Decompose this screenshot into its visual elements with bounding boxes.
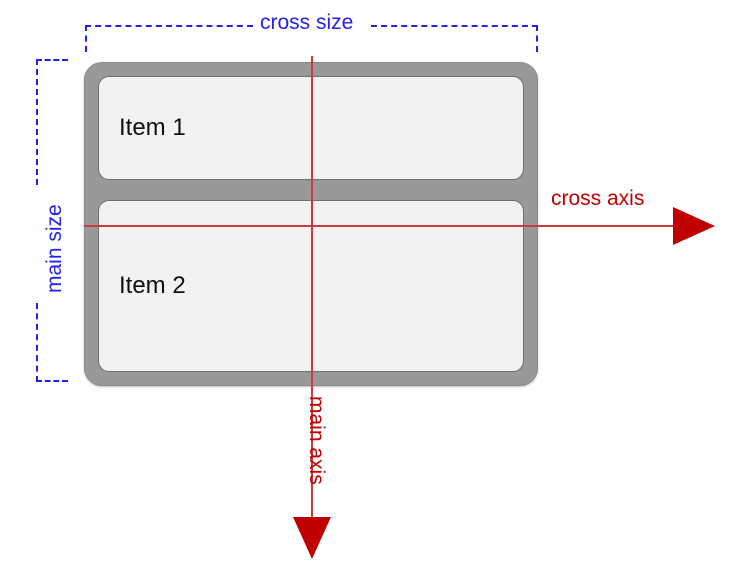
cross-size-bracket-left-segment <box>85 25 253 27</box>
cross-axis-label: cross axis <box>551 187 645 210</box>
flex-item-1-label: Item 1 <box>119 114 186 141</box>
cross-axis-arrowhead-icon <box>673 207 715 245</box>
cross-size-bracket-right-tick <box>536 25 538 52</box>
main-size-bracket-bottom-tick <box>36 380 68 382</box>
flex-item-2-label: Item 2 <box>119 272 186 299</box>
cross-size-bracket-left-tick <box>85 25 87 52</box>
main-size-bracket-top-tick <box>36 59 68 61</box>
main-size-bracket-upper-segment <box>36 59 38 185</box>
main-size-bracket-lower-segment <box>36 303 38 382</box>
main-axis-arrowhead-icon <box>293 517 331 559</box>
main-axis-label: main axis <box>305 396 328 485</box>
cross-size-label: cross size <box>253 12 361 33</box>
cross-size-bracket-right-segment <box>371 25 538 27</box>
cross-axis-line <box>84 225 679 227</box>
main-size-label: main size <box>43 197 66 300</box>
main-axis-line <box>311 56 313 522</box>
